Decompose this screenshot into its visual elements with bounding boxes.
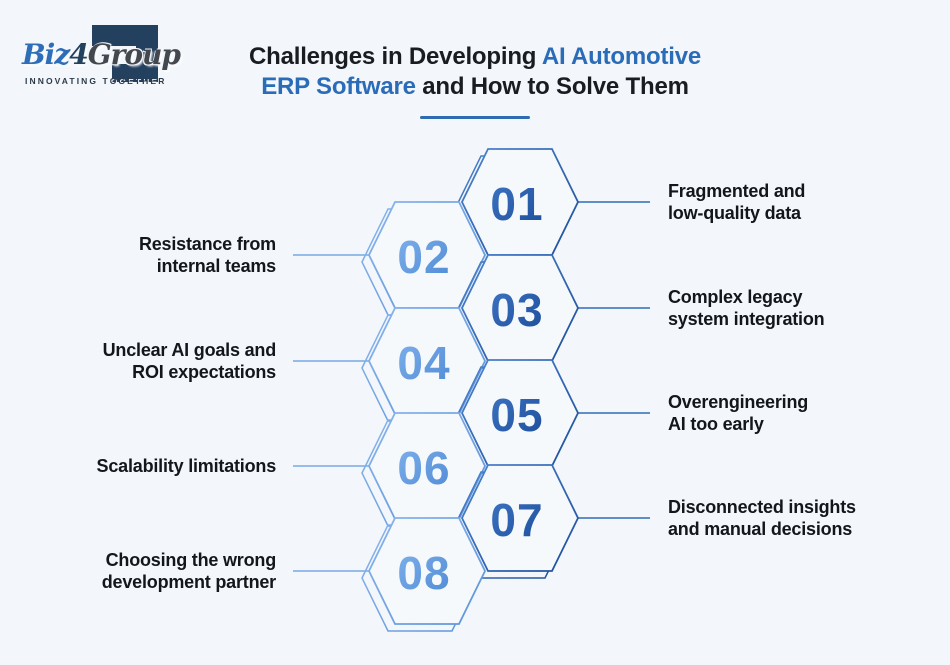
challenge-label-line: internal teams xyxy=(156,256,276,276)
challenge-label-line: AI too early xyxy=(668,414,764,434)
title-line1-blue: AI Automotive xyxy=(541,43,702,70)
challenge-label-line: Unclear AI goals and xyxy=(102,340,277,360)
challenge-label-line: Choosing the wrong xyxy=(105,550,277,570)
hexagon-08: 08 xyxy=(361,517,487,632)
hexagon-number: 04 xyxy=(397,337,450,389)
challenge-label-03: Complex legacy system integration xyxy=(668,286,825,330)
hexagon-outline xyxy=(460,464,580,572)
hexagon-number: 07 xyxy=(490,494,543,546)
challenge-label-line: Fragmented and xyxy=(668,181,806,201)
logo-text-biz: Biz xyxy=(22,38,70,71)
challenge-label-line: Scalability limitations xyxy=(96,456,277,476)
title-line2-blue: ERP Software xyxy=(261,73,416,100)
hexagon-03: 03 xyxy=(454,254,580,369)
challenge-label-line: ROI expectations xyxy=(132,362,276,382)
hexagon-number: 02 xyxy=(397,231,450,283)
hexagon-number: 01 xyxy=(490,178,543,230)
challenge-label-line: Disconnected insights xyxy=(668,497,856,517)
challenge-label-01: Fragmented and low-quality data xyxy=(668,180,805,224)
hexagon-number: 06 xyxy=(397,442,450,494)
title-line-1: Challenges in Developing AI Automotive xyxy=(0,42,950,72)
challenge-label-07: Disconnected insights and manual decisio… xyxy=(668,496,856,540)
challenge-label-02: Resistance from internal teams xyxy=(139,233,276,277)
challenge-label-line: system integration xyxy=(668,309,825,329)
hexagon-02: 02 xyxy=(361,201,487,316)
challenge-label-06: Scalability limitations xyxy=(96,455,277,477)
challenge-label-line: development partner xyxy=(101,572,276,592)
challenge-label-08: Choosing the wrong development partner xyxy=(102,549,276,593)
hexagon-number: 03 xyxy=(490,284,543,336)
challenge-label-05: Overengineering AI too early xyxy=(668,391,808,435)
title-line1-dark: Challenges in Developing xyxy=(248,43,542,70)
hexagon-number: 08 xyxy=(397,547,450,599)
hexagon-number: 05 xyxy=(490,389,543,441)
biz4group-logo: Biz4Group INNOVATING TOGETHER xyxy=(18,14,188,92)
hexagon-outline xyxy=(367,517,487,625)
page-title: Challenges in Developing AI Automotive E… xyxy=(0,42,950,119)
hexagon-05: 05 xyxy=(454,359,580,474)
logo-wordmark: Biz4Group xyxy=(22,38,181,71)
title-line2-dark: and How to Solve Them xyxy=(415,73,689,100)
title-underline xyxy=(420,116,530,119)
hexagon-06: 06 xyxy=(361,412,487,527)
challenge-label-line: Complex legacy xyxy=(668,287,803,307)
logo-text-4: 4 xyxy=(69,38,89,71)
title-line-2: ERP Software and How to Solve Them xyxy=(0,72,950,102)
hexagon-04: 04 xyxy=(361,307,487,422)
challenge-label-line: low-quality data xyxy=(668,203,801,223)
logo-text-group: Group xyxy=(87,38,181,71)
challenge-label-04: Unclear AI goals and ROI expectations xyxy=(102,339,277,383)
logo-bracket-icon xyxy=(92,25,158,82)
logo-tagline: INNOVATING TOGETHER xyxy=(25,76,167,86)
challenge-label-line: and manual decisions xyxy=(668,519,853,539)
challenge-label-line: Resistance from xyxy=(138,234,276,254)
challenge-label-line: Overengineering xyxy=(668,392,809,412)
